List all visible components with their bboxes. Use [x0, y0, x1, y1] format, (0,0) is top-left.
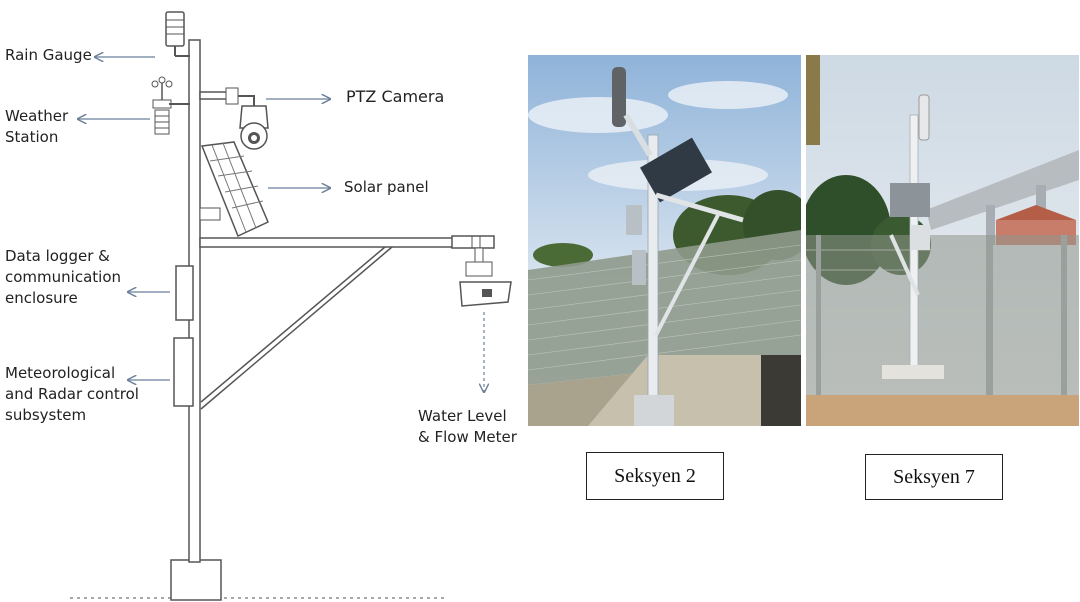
weather-station-icon	[151, 76, 190, 135]
photo-seksyen-2	[528, 55, 801, 426]
label-ptz-camera: PTZ Camera	[346, 87, 445, 106]
photo-seksyen-7	[806, 55, 1079, 426]
cantilever-arm	[199, 235, 495, 410]
label-solar-panel: Solar panel	[344, 178, 429, 196]
label-met-radar: Meteorological and Radar control subsyst…	[5, 364, 139, 424]
station-diagram	[70, 11, 512, 601]
water-level-sensor-icon	[459, 247, 512, 307]
label-water-level: Water Level & Flow Meter	[418, 407, 517, 446]
label-rain-gauge: Rain Gauge	[5, 46, 92, 64]
pole-base	[170, 559, 222, 601]
label-weather-station: Weather Station	[5, 107, 69, 146]
data-logger-enclosure	[175, 265, 194, 321]
met-radar-enclosure	[173, 337, 194, 407]
label-data-logger: Data logger & communication enclosure	[5, 247, 122, 307]
solar-panel-icon	[199, 141, 269, 238]
caption-seksyen-2: Seksyen 2	[586, 452, 724, 500]
rain-gauge-icon	[165, 11, 190, 57]
ptz-camera-icon	[199, 87, 269, 150]
label-arrows	[78, 57, 484, 392]
caption-seksyen-7: Seksyen 7	[865, 454, 1003, 500]
